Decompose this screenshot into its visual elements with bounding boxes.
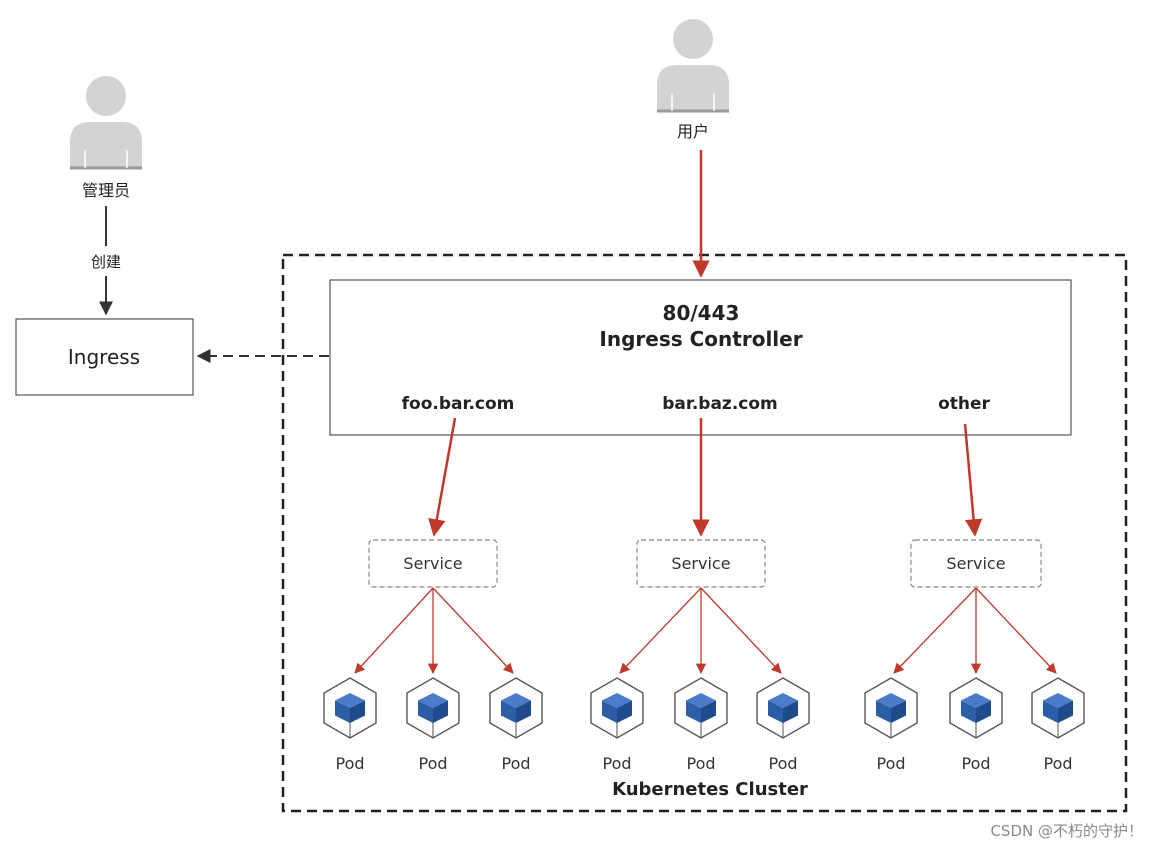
host-label-other: other xyxy=(938,394,990,414)
pod-icon xyxy=(949,677,1003,739)
pod-label: Pod xyxy=(335,754,364,773)
kubernetes-cluster-label: Kubernetes Cluster xyxy=(612,779,808,800)
user-person-icon xyxy=(657,19,729,113)
ingress-label: Ingress xyxy=(68,345,140,369)
pod-icon xyxy=(1031,677,1085,739)
pod-icon xyxy=(406,677,460,739)
create-edge-label: 创建 xyxy=(91,253,121,271)
host-to-service-arrow-3 xyxy=(963,423,983,537)
pod-icon xyxy=(323,677,377,739)
service-box-1 xyxy=(368,539,498,588)
pod-label: Pod xyxy=(961,754,990,773)
pod-icon xyxy=(864,677,918,739)
controller-title-label: Ingress Controller xyxy=(599,327,802,351)
service-to-pod-arrow xyxy=(893,587,977,674)
admin-person-icon xyxy=(70,76,142,170)
pod-icon xyxy=(590,677,644,739)
service-to-pod-arrow xyxy=(700,587,782,674)
host-to-service-arrow-1 xyxy=(428,417,457,537)
kubernetes-cluster-boundary xyxy=(281,253,1128,813)
pods-layer: Pod Pod Pod Pod Pod Pod Pod Pod Pod xyxy=(323,677,1085,773)
pod-icon xyxy=(756,677,810,739)
service-box-2 xyxy=(636,539,766,588)
pod-label: Pod xyxy=(876,754,905,773)
pod-label: Pod xyxy=(686,754,715,773)
watermark: CSDN @不朽的守护！ xyxy=(990,822,1143,840)
admin-label: 管理员 xyxy=(82,181,130,200)
service-label-1: Service xyxy=(403,554,462,573)
service-label-2: Service xyxy=(671,554,730,573)
service-to-pod-arrow xyxy=(354,587,434,674)
host-label-bar-baz-com: bar.baz.com xyxy=(662,394,778,414)
pod-icon xyxy=(674,677,728,739)
service-box-3 xyxy=(910,539,1042,588)
pod-label: Pod xyxy=(1043,754,1072,773)
pod-label: Pod xyxy=(418,754,447,773)
ingress-controller-box xyxy=(329,279,1072,436)
service-label-3: Service xyxy=(946,554,1005,573)
service-to-pod-arrow xyxy=(975,587,1057,674)
service-to-pod-arrow xyxy=(619,587,702,674)
ingress-box xyxy=(15,318,194,396)
user-label: 用户 xyxy=(677,122,709,141)
pod-label: Pod xyxy=(602,754,631,773)
host-label-foo-bar-com: foo.bar.com xyxy=(402,394,515,414)
pod-icon xyxy=(489,677,543,739)
pod-label: Pod xyxy=(501,754,530,773)
service-to-pod-arrow xyxy=(432,587,514,674)
pod-label: Pod xyxy=(768,754,797,773)
controller-port-label: 80/443 xyxy=(663,301,740,325)
